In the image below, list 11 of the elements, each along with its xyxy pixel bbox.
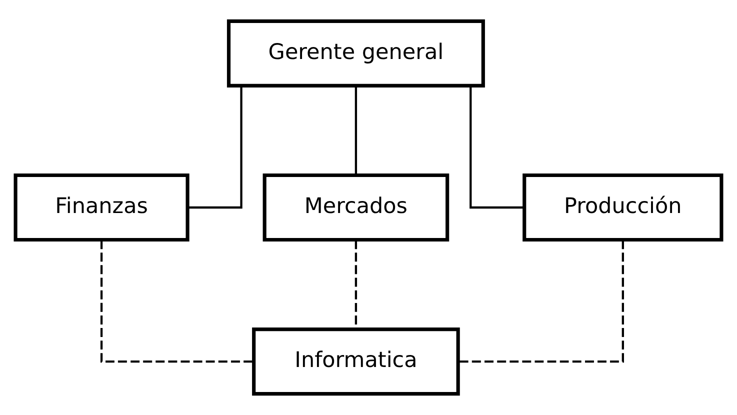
node-box: Producción — [522, 173, 724, 242]
node-box: Informatica — [252, 328, 460, 396]
connector — [100, 240, 254, 363]
node-box: Gerente general — [226, 19, 485, 88]
node-box: Mercados — [262, 173, 450, 242]
node-box: Finanzas — [14, 173, 190, 242]
connector — [354, 86, 358, 175]
connector — [188, 86, 242, 209]
connector — [354, 240, 358, 329]
connector — [458, 240, 624, 363]
connector — [470, 86, 524, 209]
